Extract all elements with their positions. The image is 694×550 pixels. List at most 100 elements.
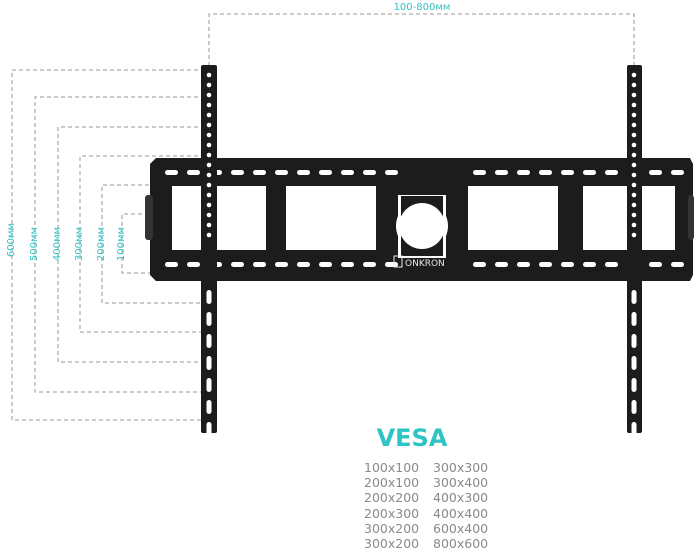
mount-slot [165, 170, 178, 175]
rail-hole [206, 202, 212, 208]
mount-slot [495, 170, 508, 175]
rail-hole [206, 132, 212, 138]
rail-hole [206, 212, 212, 218]
vesa-size: 300x300 [433, 460, 489, 475]
width-label: 100-800мм [394, 2, 451, 13]
rail-hole [631, 222, 637, 228]
mount-slot [473, 170, 486, 175]
mount-slot [605, 170, 618, 175]
mount-slot [253, 262, 266, 267]
mount-slot [517, 170, 530, 175]
wall-plate [145, 158, 694, 281]
rail-hole [631, 112, 637, 118]
rail-hole [206, 222, 212, 228]
vesa-size: 200x100 [364, 475, 420, 491]
rail-hole [206, 162, 212, 168]
mount-slot [539, 170, 552, 175]
vesa-size: 600x400 [433, 520, 489, 536]
mount-slot [187, 170, 200, 175]
rail-hole [206, 122, 212, 128]
rail-slot [631, 422, 637, 436]
mount-slot [671, 262, 684, 267]
rail-hole [631, 92, 637, 98]
mount-slot [473, 262, 486, 267]
mount-slot [297, 170, 310, 175]
rail-hole [206, 82, 212, 88]
mount-slot [605, 262, 618, 267]
rail-hole [631, 132, 637, 138]
height-label: 500мм [29, 227, 40, 261]
height-label: 300мм [74, 227, 85, 261]
mount-slot [231, 170, 244, 175]
vesa-size: 400x300 [433, 490, 489, 506]
vesa-size: 200x300 [364, 505, 420, 521]
rail-hole [206, 112, 212, 118]
rail-slot [206, 290, 212, 304]
height-label: 200мм [96, 227, 107, 261]
mount-slot [275, 262, 288, 267]
rail-hole [206, 72, 212, 78]
mount-slot [385, 262, 398, 267]
mount-slot [187, 262, 200, 267]
mount-slot [341, 262, 354, 267]
rail-hole [631, 152, 637, 158]
mount-slot [561, 170, 574, 175]
mount-slot [649, 262, 662, 267]
left-rail [201, 65, 217, 433]
rail-hole [631, 202, 637, 208]
rail-hole [206, 142, 212, 148]
mount-slot [253, 170, 266, 175]
vesa-size: 300x400 [433, 475, 489, 491]
mount-slot [363, 170, 376, 175]
mount-slot [495, 262, 508, 267]
mount-slot [583, 170, 596, 175]
rail-hole [631, 172, 637, 178]
rail-hole [631, 182, 637, 188]
rail-hole [206, 92, 212, 98]
rail-hole [631, 102, 637, 108]
vesa-size: 800x600 [433, 536, 489, 550]
rail-hole [631, 162, 637, 168]
rail-hole [631, 72, 637, 78]
mount-slot [583, 262, 596, 267]
vesa-title: VESA [376, 424, 448, 452]
mount-slot [363, 262, 376, 267]
rail-hole [206, 182, 212, 188]
rail-slot [631, 290, 637, 304]
mount-slot [561, 262, 574, 267]
rail-hole [206, 192, 212, 198]
height-label: 400мм [52, 227, 63, 261]
mount-slot [275, 170, 288, 175]
vesa-size: 300x200 [364, 536, 420, 550]
brand-logo: ONKRON [405, 259, 445, 269]
rail-slot [206, 378, 212, 392]
right-rail [627, 65, 642, 433]
rail-hole [631, 212, 637, 218]
rail-hole [631, 122, 637, 128]
rail-hole [631, 142, 637, 148]
height-label: 100мм [116, 227, 127, 261]
rail-hole [631, 192, 637, 198]
rail-hole [206, 172, 212, 178]
rail-slot [631, 378, 637, 392]
brand-logo-icon [393, 255, 403, 268]
rail-slot [206, 356, 212, 370]
rail-hole [631, 232, 637, 238]
mount-slot [165, 262, 178, 267]
width-dimension [208, 13, 635, 66]
rail-hole [631, 82, 637, 88]
vesa-size: 300x200 [364, 520, 420, 536]
rail-slot [631, 312, 637, 326]
vesa-size: 200x200 [364, 490, 420, 506]
mount-slot [517, 262, 530, 267]
rail-slot [631, 400, 637, 414]
mount-slot [297, 262, 310, 267]
rail-hole [206, 232, 212, 238]
mount-slot [649, 170, 662, 175]
mount-slot [341, 170, 354, 175]
mount-slot [385, 170, 398, 175]
